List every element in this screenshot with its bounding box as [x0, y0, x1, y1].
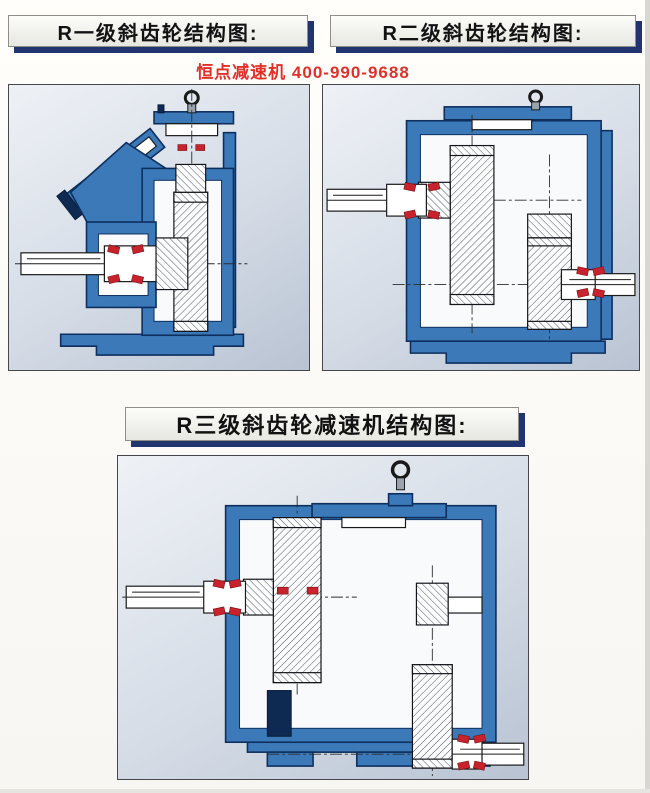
- single-stage-gearbox-drawing: [15, 88, 248, 356]
- three-stage-gearbox-drawing: [122, 460, 525, 777]
- title-three-stage-label: R三级斜齿轮减速机结构图:: [176, 413, 468, 438]
- title-single-stage: R一级斜齿轮结构图:: [8, 15, 308, 47]
- single-stage-diagram-panel: [8, 84, 310, 371]
- top-cover: [311, 492, 448, 529]
- first-stage-gear-section: [272, 517, 322, 684]
- scan-edge: [0, 789, 650, 793]
- eye-bolt-icon: [390, 460, 411, 491]
- mounting-foot: [59, 333, 245, 356]
- bearing-marks: [107, 144, 205, 285]
- title-two-stage: R二级斜齿轮结构图:: [330, 15, 636, 47]
- brand-name: 恒点减速机: [196, 63, 287, 82]
- gear-housing: [224, 504, 497, 744]
- first-stage-gear-section: [449, 144, 495, 306]
- two-stage-gearbox-drawing: [326, 89, 636, 364]
- bearing-marks: [403, 181, 606, 299]
- title-three-stage: R三级斜齿轮减速机结构图:: [125, 407, 519, 441]
- input-pinion-section: [242, 578, 274, 616]
- brand-watermark: 恒点减速机 400-990-9688: [0, 58, 628, 83]
- output-gear-section: [411, 664, 453, 769]
- scan-edge: [645, 0, 650, 793]
- input-shaft: [125, 580, 247, 614]
- oil-seal-block: [266, 690, 292, 737]
- input-pinion-section: [175, 163, 207, 193]
- two-stage-diagram-panel: [322, 84, 640, 371]
- output-shaft: [20, 237, 189, 291]
- title-two-stage-label: R二级斜齿轮结构图:: [382, 22, 584, 45]
- eye-bolt-icon: [528, 89, 544, 111]
- intermediate-gear-section: [415, 582, 483, 626]
- mounting-foot: [409, 340, 606, 364]
- three-stage-diagram-panel: [117, 455, 529, 780]
- brand-phone: 400-990-9688: [291, 63, 410, 82]
- title-single-stage-label: R一级斜齿轮结构图:: [57, 22, 259, 45]
- bearing-marks: [212, 578, 487, 771]
